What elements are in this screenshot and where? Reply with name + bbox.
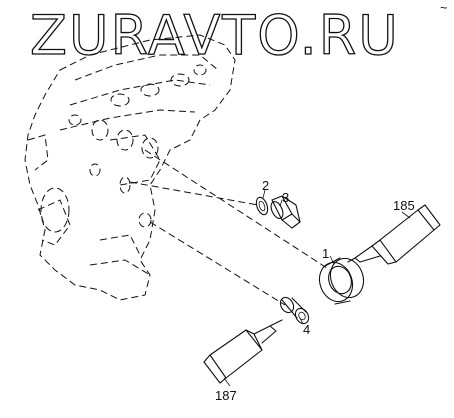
seal-ring [318, 257, 365, 305]
centerline-seal [144, 149, 331, 271]
callout-tool-185: 185 [393, 198, 415, 213]
callout-tool-187: 187 [215, 388, 237, 403]
watermark: ZURAVTO.RU [30, 4, 400, 67]
callout-part-3: 3 [282, 190, 289, 205]
engine-block [24, 34, 236, 301]
plug [270, 195, 301, 229]
washer [255, 196, 269, 216]
centerline-plug [129, 181, 259, 206]
callout-part-2: 2 [262, 178, 269, 193]
corner-mark: ~ [440, 0, 448, 15]
sealant-tube-185 [347, 204, 441, 265]
center-lines [129, 149, 331, 306]
callout-part-4: 4 [303, 322, 310, 337]
centerline-sleeve [149, 221, 286, 306]
sleeve [279, 296, 310, 325]
sealant-tube-187 [203, 319, 283, 384]
leader-lines [223, 189, 411, 387]
callout-part-1: 1 [322, 246, 329, 261]
